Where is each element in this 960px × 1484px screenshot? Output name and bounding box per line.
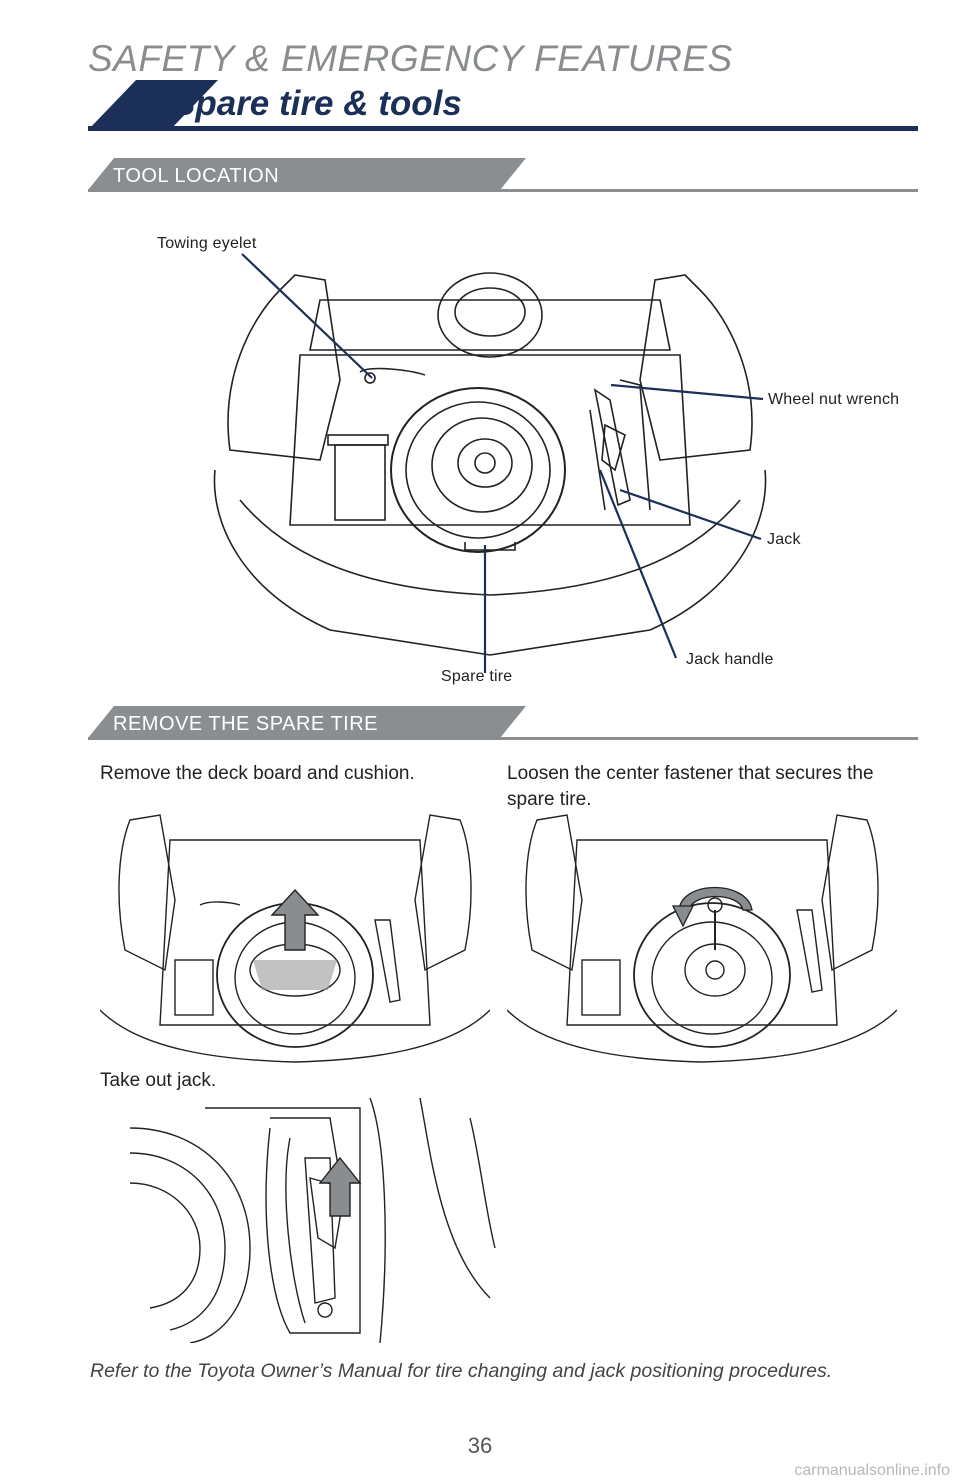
step-3-text: Take out jack. <box>100 1070 217 1091</box>
step-1-remove-deck-board-illustration <box>100 814 490 1063</box>
page-title: Spare tire & tools <box>172 84 462 123</box>
title-banner <box>88 80 918 131</box>
remove-spare-band <box>88 706 918 740</box>
step-1-text: Remove the deck board and cushion. <box>100 763 415 784</box>
chapter-title: SAFETY & EMERGENCY FEATURES <box>88 38 733 79</box>
callout-wheel-nut-wrench: Wheel nut wrench <box>768 391 900 408</box>
tool-location-band <box>88 158 918 192</box>
callout-leaders <box>241 253 764 673</box>
section-label-tool-location: TOOL LOCATION <box>113 165 280 187</box>
callout-jack: Jack <box>767 531 801 548</box>
callout-towing-eyelet: Towing eyelet <box>157 235 257 252</box>
page-number: 36 <box>467 1433 493 1458</box>
callout-spare-tire: Spare tire <box>441 668 513 685</box>
step-2-text: Loosen the center fastener that secures … <box>507 763 874 810</box>
step-3-take-out-jack-illustration <box>130 1098 496 1343</box>
callout-jack-handle: Jack handle <box>686 651 774 668</box>
trunk-tool-location-illustration <box>213 272 767 656</box>
watermark: carmanualsonline.info <box>794 1462 950 1479</box>
step-2-loosen-fastener-illustration <box>507 814 897 1063</box>
footnote-owners-manual: Refer to the Toyota Owner’s Manual for t… <box>90 1360 833 1382</box>
section-label-remove-spare: REMOVE THE SPARE TIRE <box>113 713 379 735</box>
